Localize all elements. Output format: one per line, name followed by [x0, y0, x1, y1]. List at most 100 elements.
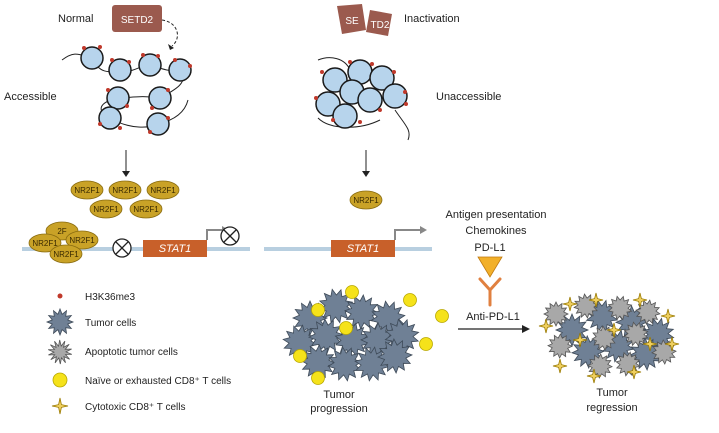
cytotoxic-cell-shape [51, 397, 69, 415]
cytotoxic-t-cell [664, 336, 680, 352]
legend-item-tumor-cells: Tumor cells [45, 307, 136, 337]
nucleosome [108, 58, 132, 82]
nucleosome [138, 53, 162, 77]
cytotoxic-t-cell [626, 364, 642, 380]
setd2-action-arrow [161, 19, 178, 47]
svg-text:NR2F1: NR2F1 [150, 186, 176, 195]
tumor-cell-shape [45, 307, 75, 337]
closed-chromatin [314, 57, 410, 141]
svg-text:H3K36me3: H3K36me3 [85, 292, 135, 303]
naive-t-cell [419, 337, 433, 351]
cytotoxic-t-cell-icon [51, 397, 69, 415]
unaccessible-label: Unaccessible [436, 91, 501, 103]
accessible-label: Accessible [4, 91, 57, 103]
svg-text:NR2F1: NR2F1 [353, 196, 379, 205]
apoptotic-tumor-cell [651, 339, 677, 365]
svg-text:NR2F1: NR2F1 [32, 239, 58, 248]
svg-text:NR2F1: NR2F1 [69, 236, 95, 245]
legend-item-cytotoxic-t: Cytotoxic CD8⁺ T cells [51, 397, 186, 415]
open-chromatin [61, 45, 192, 136]
naive-t-cell [311, 371, 325, 385]
tumor-cell [377, 338, 413, 374]
apoptotic-cell-shape [48, 339, 72, 365]
svg-text:STAT1: STAT1 [159, 243, 192, 255]
antibody-icon [478, 277, 502, 307]
legend-item-h3k36me3: H3K36me3 [57, 292, 135, 303]
apoptotic-tumor-cell-icon [48, 339, 72, 365]
svg-text:Apoptotic tumor cells: Apoptotic tumor cells [85, 347, 178, 358]
apoptotic-tumor-cell [591, 325, 617, 351]
naive-t-cell [403, 293, 417, 307]
svg-text:2F: 2F [57, 227, 66, 236]
nucleosome [80, 46, 104, 70]
svg-text:NR2F1: NR2F1 [112, 186, 138, 195]
down-arrowhead-right [362, 171, 370, 177]
block-symbol-1 [112, 238, 132, 258]
cytotoxic-t-cell [562, 296, 578, 312]
setd2-fragment-right: TD2 [366, 10, 392, 36]
tumor-regression-line1: Tumor [596, 387, 628, 399]
inactivation-label: Inactivation [404, 13, 460, 25]
tumor-cell-icon [45, 307, 75, 337]
stat1-gene-right: STAT1 [331, 240, 395, 257]
cytotoxic-t-cell [588, 292, 604, 308]
svg-text:Cytotoxic CD8⁺ T cells: Cytotoxic CD8⁺ T cells [85, 402, 186, 413]
naive-t-cell [435, 309, 449, 323]
cytotoxic-t-cell [572, 332, 588, 348]
tss-arrowhead-right [420, 226, 427, 234]
block-symbol-2 [220, 226, 240, 246]
antigen-presentation-label: Antigen presentation [446, 209, 547, 221]
apoptotic-tumor-cell [543, 301, 569, 327]
legend: H3K36me3 Tumor cells Apoptotic tumor cel… [45, 292, 231, 415]
tumor-progression-line1: Tumor [323, 389, 355, 401]
svg-text:NR2F1: NR2F1 [93, 205, 119, 214]
nucleosome [168, 58, 192, 82]
apoptotic-tumor-cell [607, 295, 633, 321]
pdl1-label: PD-L1 [474, 242, 505, 254]
cytotoxic-t-cell [538, 318, 554, 334]
h3k36me3-icon [57, 293, 63, 299]
h3k36me3-marks [82, 45, 192, 134]
cytotoxic-t-cell [606, 322, 622, 338]
naive-t-cell [339, 321, 353, 335]
apoptotic-tumor-cell [623, 321, 649, 347]
svg-text:SE: SE [345, 16, 359, 27]
tumor-regression-cluster [538, 292, 680, 384]
tumor-progression-cluster [282, 285, 449, 385]
svg-text:Naïve or exhausted CD8⁺ T cell: Naïve or exhausted CD8⁺ T cells [85, 376, 231, 387]
normal-label: Normal [58, 13, 93, 25]
chemokines-label: Chemokines [465, 225, 527, 237]
stat1-gene-left: STAT1 [143, 240, 207, 257]
tumor-progression-line2: progression [310, 403, 367, 415]
nucleosome [106, 86, 130, 110]
nucleosome [146, 112, 170, 136]
cytotoxic-t-cell [586, 368, 602, 384]
pdl1-icon [477, 256, 503, 278]
cytotoxic-t-cell [642, 336, 658, 352]
nr2f1-cluster-bound: 2F NR2F1 NR2F1 NR2F1 [28, 221, 99, 264]
down-arrowhead-left [122, 171, 130, 177]
svg-text:TD2: TD2 [371, 20, 390, 31]
legend-item-apoptotic: Apoptotic tumor cells [48, 339, 178, 365]
svg-text:Tumor cells: Tumor cells [85, 318, 136, 329]
apoptotic-tumor-cell [547, 333, 573, 359]
cytotoxic-t-cell [632, 292, 648, 308]
nr2f1-free: NR2F1 [349, 190, 383, 210]
nucleosome [148, 86, 172, 110]
nucleosome [98, 106, 122, 130]
cytotoxic-t-cell [552, 358, 568, 374]
svg-text:NR2F1: NR2F1 [74, 186, 100, 195]
naive-t-cell [293, 349, 307, 363]
setd2-enzyme: SETD2 [112, 5, 162, 32]
anti-pdl1-label: Anti-PD-L1 [466, 311, 520, 323]
nr2f1-cluster-top: NR2F1 NR2F1 NR2F1 NR2F1 NR2F1 [70, 180, 180, 219]
tss-arrow-left [206, 229, 224, 240]
naive-t-cell [345, 285, 359, 299]
naive-t-cell-icon [52, 372, 68, 388]
svg-text:STAT1: STAT1 [347, 243, 380, 255]
naive-t-cell [311, 303, 325, 317]
svg-text:NR2F1: NR2F1 [133, 205, 159, 214]
legend-item-naive-t: Naïve or exhausted CD8⁺ T cells [52, 372, 231, 388]
setd2-fragment-left: SE [337, 4, 366, 34]
cytotoxic-t-cell [660, 308, 676, 324]
